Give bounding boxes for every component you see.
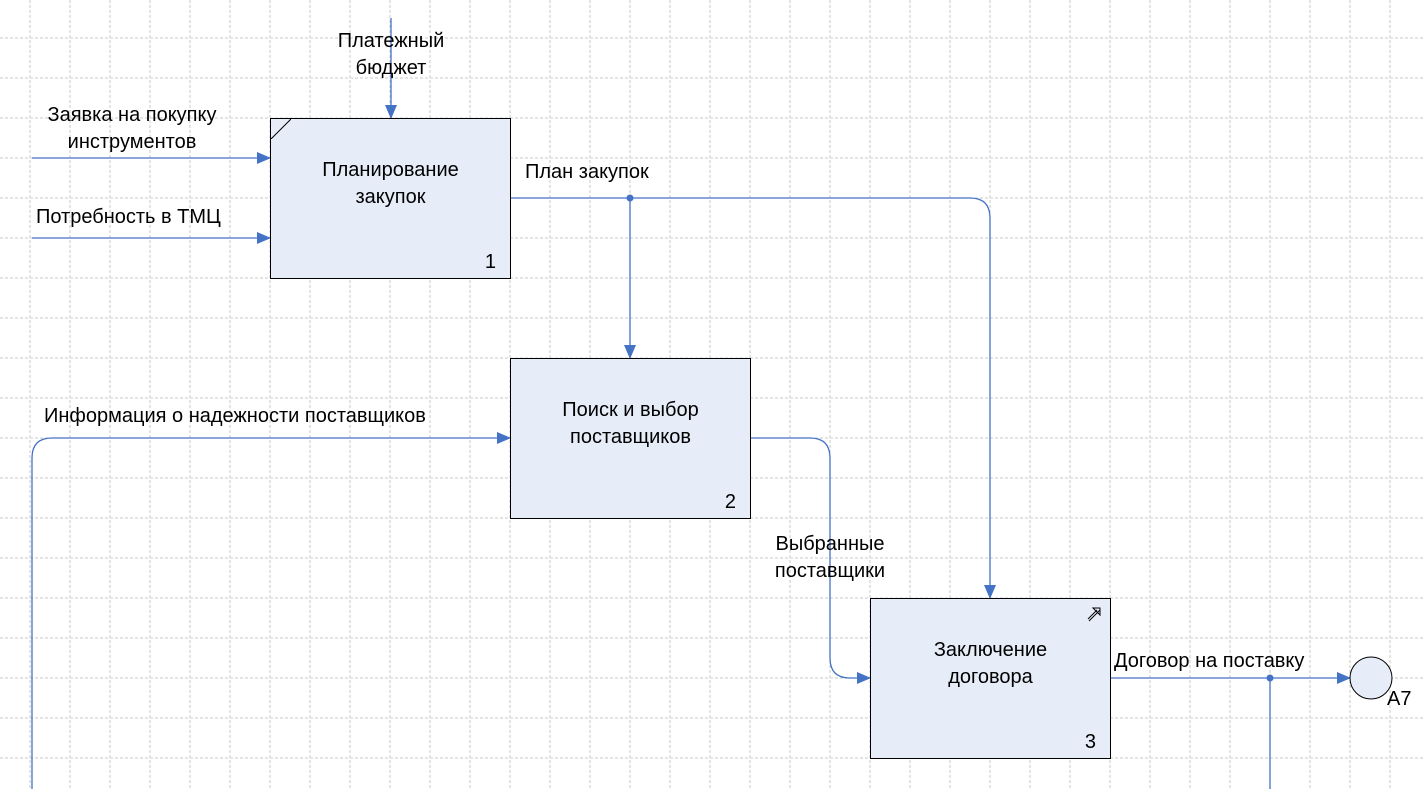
label-tmc-need: Потребность в ТМЦ [36, 206, 221, 228]
arrow-supplier-reliability[interactable] [31, 432, 511, 789]
label-selected-suppliers: Выбранные поставщики [774, 533, 886, 582]
label-offpage-ref: A7 [1387, 688, 1412, 710]
offpage-connector-circle[interactable] [1349, 656, 1393, 700]
decompose-arrow-icon[interactable] [1086, 605, 1104, 623]
label-payment-budget: Платежный бюджет [337, 30, 445, 79]
activity-box-1-number: 1 [484, 251, 496, 273]
activity-box-2-number: 2 [724, 491, 736, 513]
arrow-purchase-plan[interactable] [510, 197, 996, 599]
activity-box-1[interactable]: Планирование закупок 1 [270, 118, 511, 279]
arrow-selected-suppliers[interactable] [750, 437, 871, 684]
label-purchase-plan: План закупок [525, 161, 649, 183]
junction-dot-plan [626, 194, 634, 202]
label-supply-contract: Договор на поставку [1114, 650, 1305, 672]
activity-box-3-number: 3 [1084, 731, 1096, 753]
label-purchase-request: Заявка на покупку инструментов [47, 104, 217, 153]
activity-box-3-title: Заключение договора [933, 639, 1048, 688]
activity-box-3[interactable]: Заключение договора 3 [870, 598, 1111, 759]
activity-box-1-title: Планирование закупок [322, 159, 459, 208]
label-supplier-reliability: Информация о надежности поставщиков [44, 405, 426, 427]
junction-dot-contract [1266, 674, 1274, 682]
parent-diagram-corner-icon [271, 119, 291, 139]
activity-box-2-title: Поиск и выбор поставщиков [562, 399, 699, 448]
activity-box-2[interactable]: Поиск и выбор поставщиков 2 [510, 358, 751, 519]
